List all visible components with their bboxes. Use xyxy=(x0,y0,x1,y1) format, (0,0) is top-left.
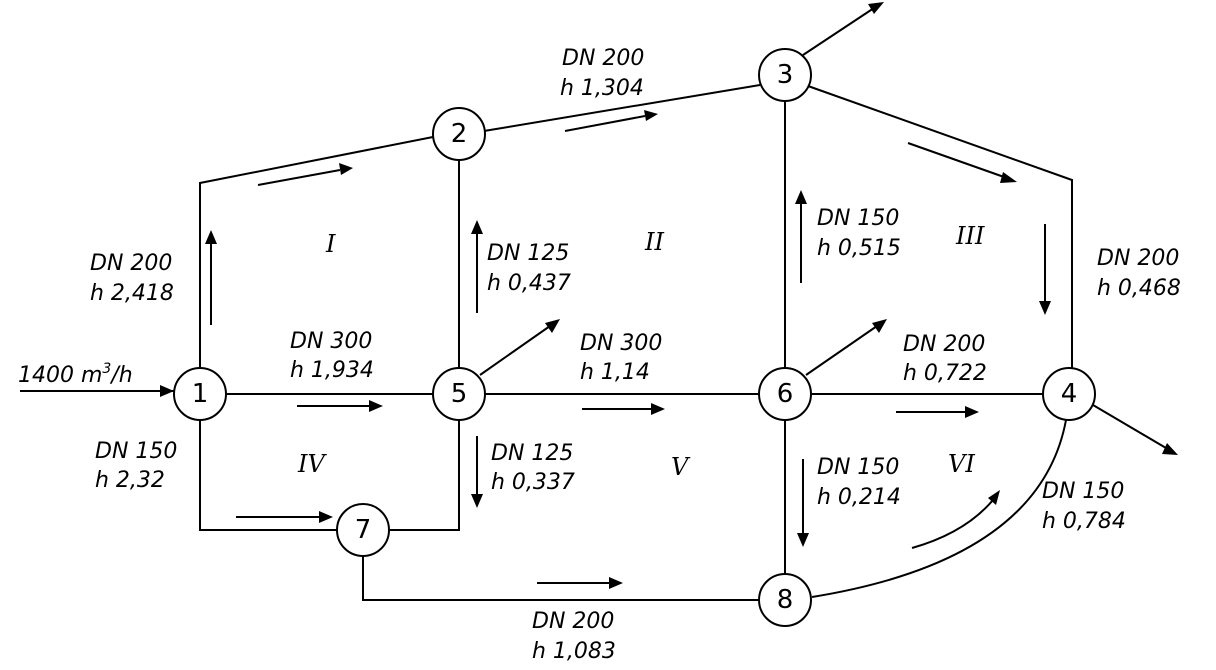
pipe-3-6-h: h 0,515 xyxy=(817,236,901,261)
arrowhead-up-1 xyxy=(205,230,217,244)
pipe-5-7 xyxy=(389,420,460,531)
node-3: 3 xyxy=(758,48,812,102)
arrowhead-down-4 xyxy=(1039,301,1051,315)
outflow-line-5 xyxy=(479,325,551,376)
flow-arrow-1-2 xyxy=(257,169,341,186)
pipe-5-7-dn: DN 125 xyxy=(491,441,573,466)
arrowhead-7-8 xyxy=(609,577,623,589)
loop-label-iv: IV xyxy=(297,450,327,478)
inflow-superscript: 3 xyxy=(102,361,111,377)
pipe-2-3-dn: DN 200 xyxy=(562,46,644,71)
node-5: 5 xyxy=(432,367,486,421)
arrowhead-5-6 xyxy=(651,403,665,415)
loop-label-ii: II xyxy=(644,228,664,256)
arrowheads xyxy=(160,2,1178,589)
arrowhead-6-4 xyxy=(965,406,979,418)
arrowhead-up-5 xyxy=(471,220,483,234)
node-label: 7 xyxy=(355,515,372,545)
node-label: 1 xyxy=(192,379,209,409)
pipe-2-5-dn: DN 125 xyxy=(487,241,569,266)
pipe-2-3 xyxy=(483,84,761,132)
loop-label-iii: III xyxy=(955,222,985,250)
arrowhead-1-5 xyxy=(369,400,383,412)
pipe-6-4-h: h 0,722 xyxy=(903,361,987,386)
inflow-value: 1400 m xyxy=(18,363,102,388)
node-label: 5 xyxy=(451,379,468,409)
arrowhead-up-6 xyxy=(795,190,807,204)
pipe-2-5-h: h 0,437 xyxy=(487,271,571,296)
flow-arrow-2-3 xyxy=(564,115,646,132)
loop-label-vi: VI xyxy=(948,450,975,478)
arrowhead-2-3 xyxy=(644,110,658,121)
pipe-7-8-dn: DN 200 xyxy=(532,609,614,634)
node-2: 2 xyxy=(432,107,486,161)
pipe-6-4-dn: DN 200 xyxy=(903,332,985,357)
inflow-unit: /h xyxy=(109,363,132,388)
pipe-5-6-h: h 1,14 xyxy=(580,360,650,385)
arrowhead-1-2 xyxy=(339,163,353,175)
pipe-1-2 xyxy=(199,135,439,390)
arrowhead-out-3 xyxy=(868,2,884,14)
arrowhead-inflow xyxy=(160,385,174,397)
pipe-1-7-dn: DN 150 xyxy=(95,439,177,464)
pipe-7-8 xyxy=(362,556,759,601)
node-6: 6 xyxy=(758,367,812,421)
pipe-7-8-h: h 1,083 xyxy=(532,639,616,664)
pipe-1-2-h: h 2,418 xyxy=(90,281,174,306)
outflow-line-4 xyxy=(1092,404,1167,449)
pipe-6-8-h: h 0,214 xyxy=(817,485,901,510)
node-label: 8 xyxy=(777,585,794,615)
pipe-3-6-dn: DN 150 xyxy=(817,206,899,231)
pipe-1-7 xyxy=(199,420,337,531)
loop-label-i: I xyxy=(325,230,336,258)
pipe-1-5-dn: DN 300 xyxy=(290,329,372,354)
arrowhead-down-5 xyxy=(471,494,483,508)
node-4: 4 xyxy=(1042,367,1096,421)
pipe-1-2-dn: DN 200 xyxy=(90,251,172,276)
arrowhead-out-6 xyxy=(872,319,887,333)
pipe-3-4-dn: DN 200 xyxy=(1097,246,1179,271)
pipe-8-4-dn: DN 150 xyxy=(1042,479,1124,504)
outflow-line-6 xyxy=(805,325,878,376)
outflow-line-3 xyxy=(802,7,875,56)
arrowhead-down-6 xyxy=(797,533,809,547)
flow-arrow-8-4 xyxy=(911,499,994,549)
arrowhead-out-4 xyxy=(1162,443,1178,455)
node-label: 4 xyxy=(1061,379,1078,409)
node-7: 7 xyxy=(336,503,390,557)
flow-arrow-3-4 xyxy=(907,142,1005,178)
node-label: 3 xyxy=(777,60,794,90)
arrowhead-3-4 xyxy=(1000,172,1017,183)
pipe-1-7-h: h 2,32 xyxy=(95,468,165,493)
arrowhead-1-7 xyxy=(319,511,333,523)
pipe-1-5-h: h 1,934 xyxy=(290,358,374,383)
node-8: 8 xyxy=(758,573,812,627)
pipe-5-6-dn: DN 300 xyxy=(580,331,662,356)
arrowhead-8-4 xyxy=(988,490,1000,505)
node-1: 1 xyxy=(173,367,227,421)
pipe-8-4 xyxy=(811,419,1067,598)
pipe-3-4 xyxy=(807,85,1073,373)
pipe-5-7-h: h 0,337 xyxy=(491,470,575,495)
pipe-8-4-h: h 0,784 xyxy=(1042,509,1126,534)
inflow-label: 1400 m3/h xyxy=(18,361,133,388)
pipe-2-3-h: h 1,304 xyxy=(560,76,644,101)
loop-label-v: V xyxy=(671,453,691,481)
pipe-3-4-h: h 0,468 xyxy=(1097,276,1181,301)
arrowhead-out-5 xyxy=(545,319,560,333)
node-label: 2 xyxy=(451,119,468,149)
pipe-6-8-dn: DN 150 xyxy=(817,455,899,480)
node-label: 6 xyxy=(777,379,794,409)
